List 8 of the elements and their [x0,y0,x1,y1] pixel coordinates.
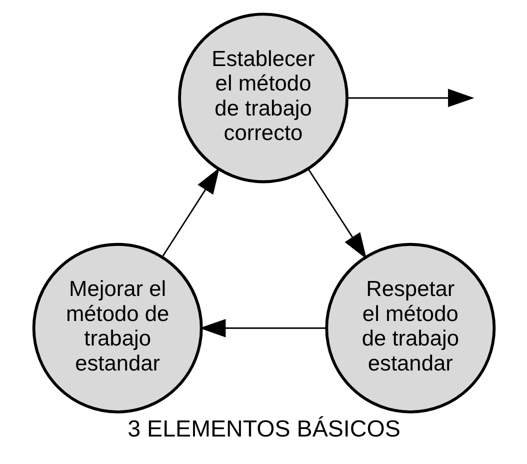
caption: 3 ELEMENTOS BÁSICOS [127,415,400,442]
node-circle: Establecer el método de trabajo correcto [178,12,348,184]
node-circle: Respetar el método de trabajo estandar [324,242,496,414]
arrow [161,168,220,258]
arrow [346,88,474,108]
node-circle: Mejorar el método de trabajo estandar [32,242,202,414]
arrow [307,168,366,260]
arrow [198,318,326,338]
